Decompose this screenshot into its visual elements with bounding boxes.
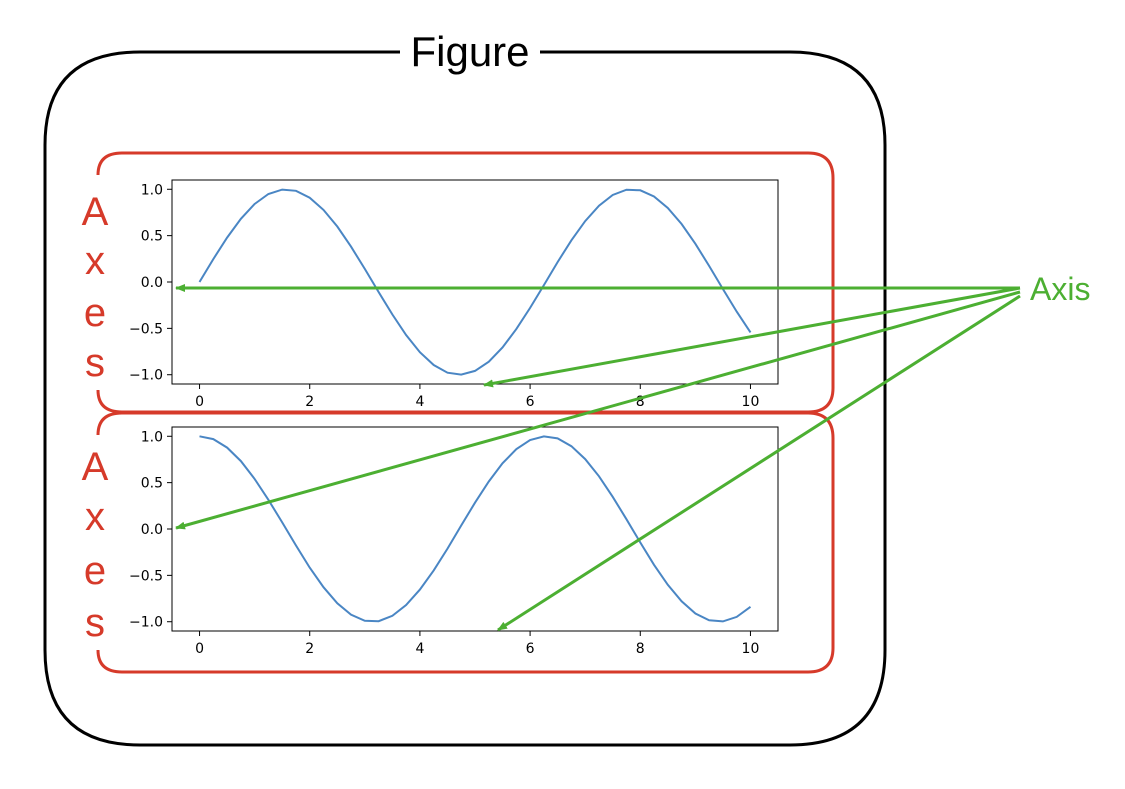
y-tick-label: −0.5 [129,321,163,337]
axes-label-top: A x e s [82,190,109,385]
axis-arrow [497,294,1021,632]
y-tick-label: 0.0 [141,275,163,291]
axes-letter: s [85,341,105,385]
axes-letter: x [85,495,105,539]
x-tick-label: 6 [526,394,535,410]
x-tick-label: 2 [305,394,314,410]
x-tick-label: 8 [636,641,645,657]
series-line [198,188,752,376]
axes-letter: A [82,190,109,234]
axes-letter: e [84,549,106,593]
x-tick-label: 2 [305,641,314,657]
y-tick-label: 1.0 [141,182,163,198]
axis-arrow [175,290,1021,530]
axis-arrows [175,284,1021,632]
y-tick-label: 0.0 [141,522,163,538]
axis-arrow [483,286,1021,388]
y-tick-label: −0.5 [129,568,163,584]
y-tick-label: 0.5 [141,229,163,245]
axes-letter: e [84,291,106,335]
figure-title: Figure [410,28,529,75]
plot-area-frame [171,426,779,632]
x-tick-label: 0 [195,394,204,410]
x-tick-label: 4 [415,641,424,657]
x-tick-label: 6 [526,641,535,657]
axes-letter: s [85,601,105,645]
y-tick-label: −1.0 [129,368,163,384]
axes-letter: x [85,239,105,283]
x-tick-label: 8 [636,394,645,410]
x-tick-label: 4 [415,394,424,410]
x-tick-label: 0 [195,641,204,657]
x-tick-label: 10 [742,394,760,410]
axes-frame-bottom [96,411,835,674]
plot-area-frame [171,179,779,385]
series-line [199,435,752,623]
axes-letter: A [82,445,109,489]
axis-annotation-label: Axis [1030,271,1090,307]
axes-label-bottom: A x e s [82,445,109,645]
plot-bottom: 0 2 4 6 8 10 1.0 0.5 0.0 −0.5 −1.0 [129,426,779,657]
y-tick-label: 0.5 [141,476,163,492]
figure-frame [43,50,887,747]
plot-top: 0 2 4 6 8 10 1.0 0.5 0.0 −0.5 −1.0 [129,179,779,410]
y-tick-label: 1.0 [141,429,163,445]
x-tick-label: 10 [742,641,760,657]
y-tick-label: −1.0 [129,615,163,631]
axes-frame-top [96,151,835,414]
